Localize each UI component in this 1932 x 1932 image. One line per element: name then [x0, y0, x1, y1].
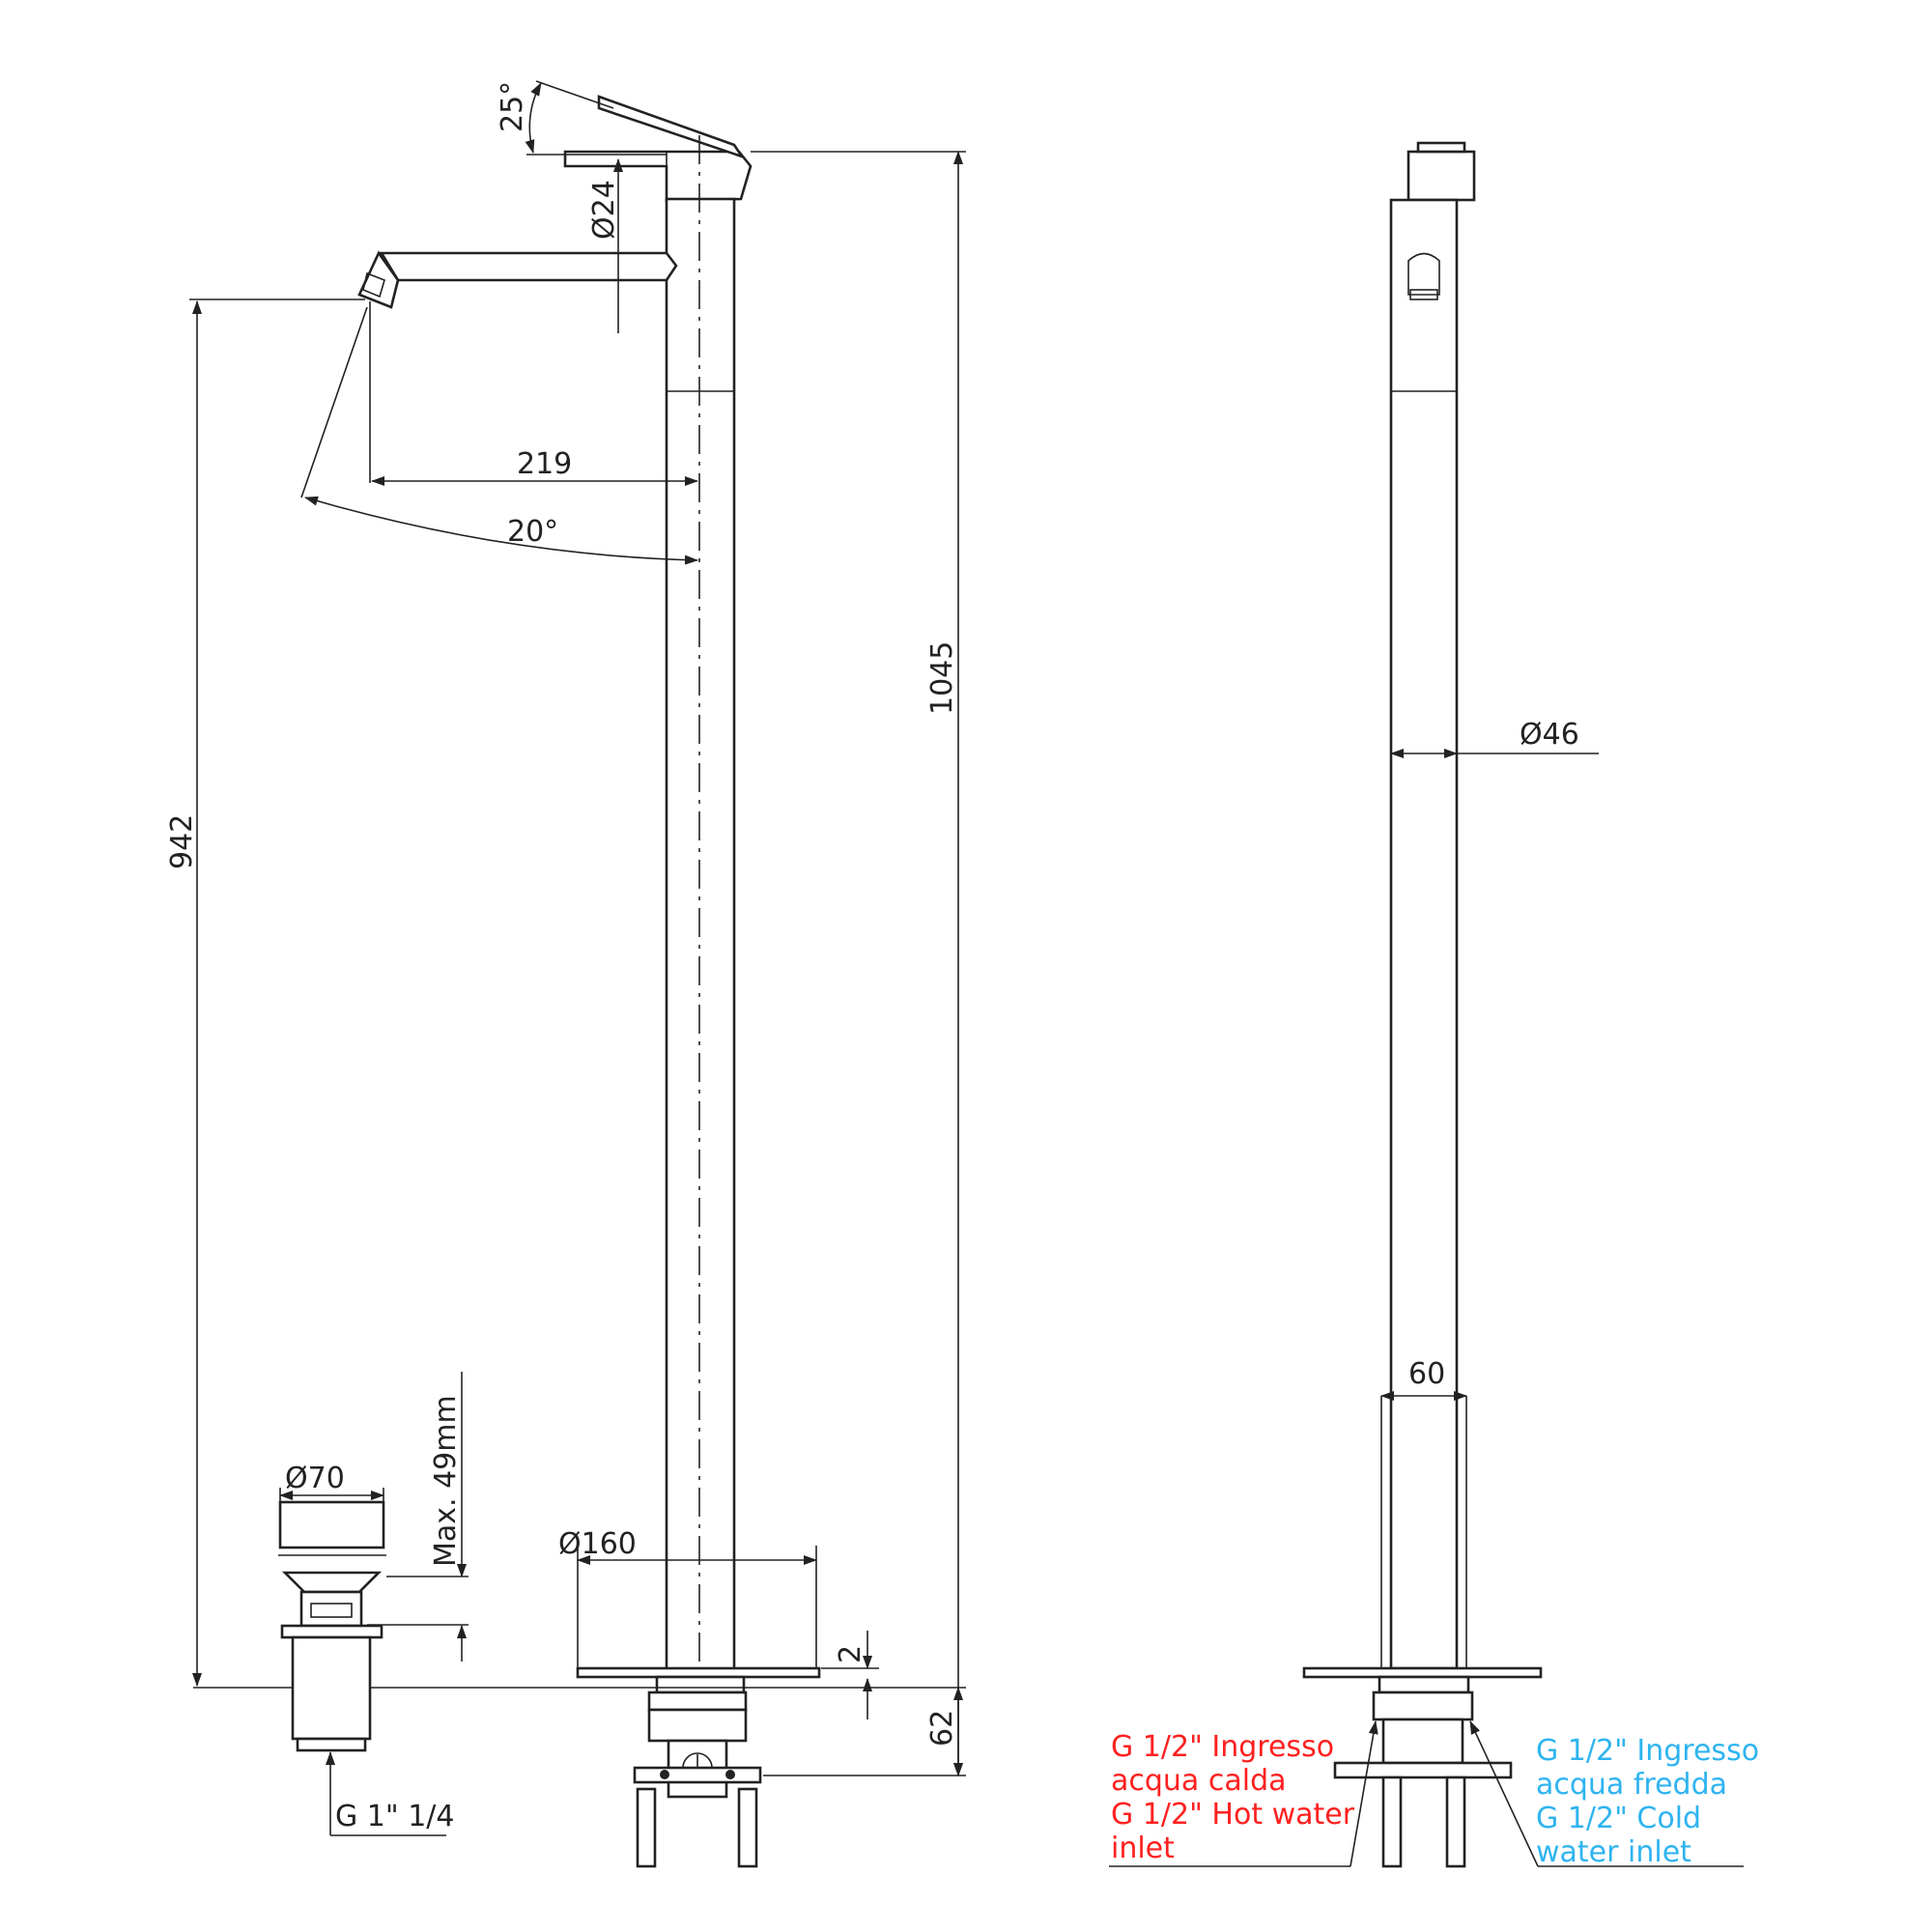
flange-diameter-dim: Ø160	[558, 1527, 817, 1668]
overall-height-dim: 1045	[751, 151, 966, 1776]
cartridge-diameter-label: Ø24	[587, 180, 621, 240]
reach-label: 219	[517, 447, 572, 481]
base-width-label: 60	[1408, 1357, 1445, 1391]
hot-inlet-note: G 1/2" Ingresso acqua calda G 1/2" Hot w…	[1111, 1730, 1364, 1865]
flange-thickness-label: 2	[834, 1645, 867, 1663]
waste-drain: Ø70 Max. 49mm G 1" 1/4	[278, 1372, 469, 1836]
cold-inlet-note: G 1/2" Ingresso acqua fredda G 1/2" Cold…	[1536, 1734, 1769, 1869]
cartridge-diameter-dim: Ø24	[587, 158, 667, 333]
lever-handle	[563, 95, 753, 203]
front-view: 25° Ø24 219 20° 1045	[165, 80, 966, 1868]
faucet-body	[665, 197, 736, 1679]
flange-thickness-dim: 2	[821, 1631, 879, 1719]
lever-angle-dim: 25°	[496, 80, 667, 156]
body-diameter-label: Ø46	[1520, 718, 1579, 752]
waste-max-height-label: Max. 49mm	[429, 1395, 463, 1567]
spout	[357, 250, 678, 309]
under-deck-dim: 62	[925, 1687, 963, 1776]
deck-flange	[576, 1666, 821, 1868]
spout-height-label: 942	[165, 814, 199, 869]
swivel-angle-dim: 20°	[300, 306, 698, 565]
lever-angle-label: 25°	[496, 81, 529, 132]
aerator	[1407, 252, 1440, 296]
side-view: Ø46 60 G 1/2" Ingresso acqua calda G 1/2…	[1109, 141, 1769, 1869]
under-deck-label: 62	[925, 1710, 959, 1747]
overall-height-label: 1045	[925, 641, 959, 715]
reach-dim: 219	[369, 301, 698, 486]
waste-diameter-label: Ø70	[285, 1462, 345, 1495]
waste-thread-label: G 1" 1/4	[335, 1800, 455, 1833]
flange-diameter-label: Ø160	[558, 1527, 637, 1561]
spout-height-dim: 942	[165, 298, 365, 1687]
side-body	[1389, 198, 1459, 1670]
swivel-angle-label: 20°	[507, 515, 558, 549]
